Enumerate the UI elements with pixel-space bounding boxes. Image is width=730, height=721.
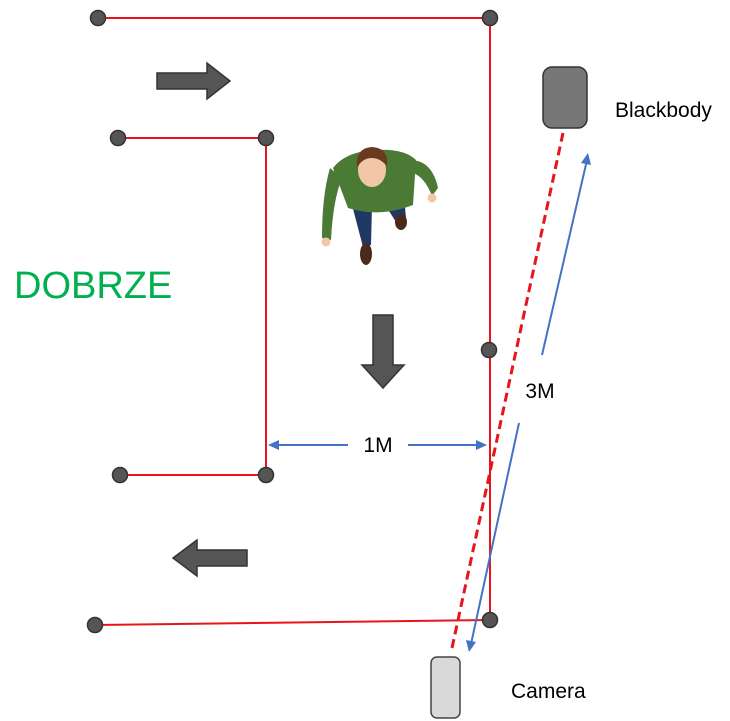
- post: [481, 9, 499, 27]
- post: [257, 466, 275, 484]
- arrow-down-icon: [360, 314, 406, 390]
- camera-label: Camera: [511, 680, 586, 703]
- post: [480, 341, 498, 359]
- arrow-left-icon: [171, 538, 248, 578]
- blackbody-label: Blackbody: [615, 99, 712, 122]
- barrier-lines: [94, 17, 491, 626]
- arrow-right-icon: [156, 61, 232, 101]
- status-label: DOBRZE: [14, 265, 172, 307]
- post: [86, 616, 104, 634]
- post: [109, 129, 127, 147]
- measure-1m: [268, 440, 487, 450]
- distance-label: 3M: [525, 380, 554, 403]
- person-top-view-icon: [321, 147, 438, 265]
- post: [111, 466, 129, 484]
- sightline-dashed: [450, 132, 565, 649]
- measure-3m: [466, 153, 591, 652]
- camera-device-icon: [430, 656, 461, 719]
- barrier-posts: [86, 9, 499, 634]
- post: [89, 9, 107, 27]
- blackbody-device-icon: [542, 66, 588, 129]
- barrier-bottom: [94, 619, 491, 626]
- post: [257, 129, 275, 147]
- width-label: 1M: [363, 434, 392, 457]
- post: [481, 611, 499, 629]
